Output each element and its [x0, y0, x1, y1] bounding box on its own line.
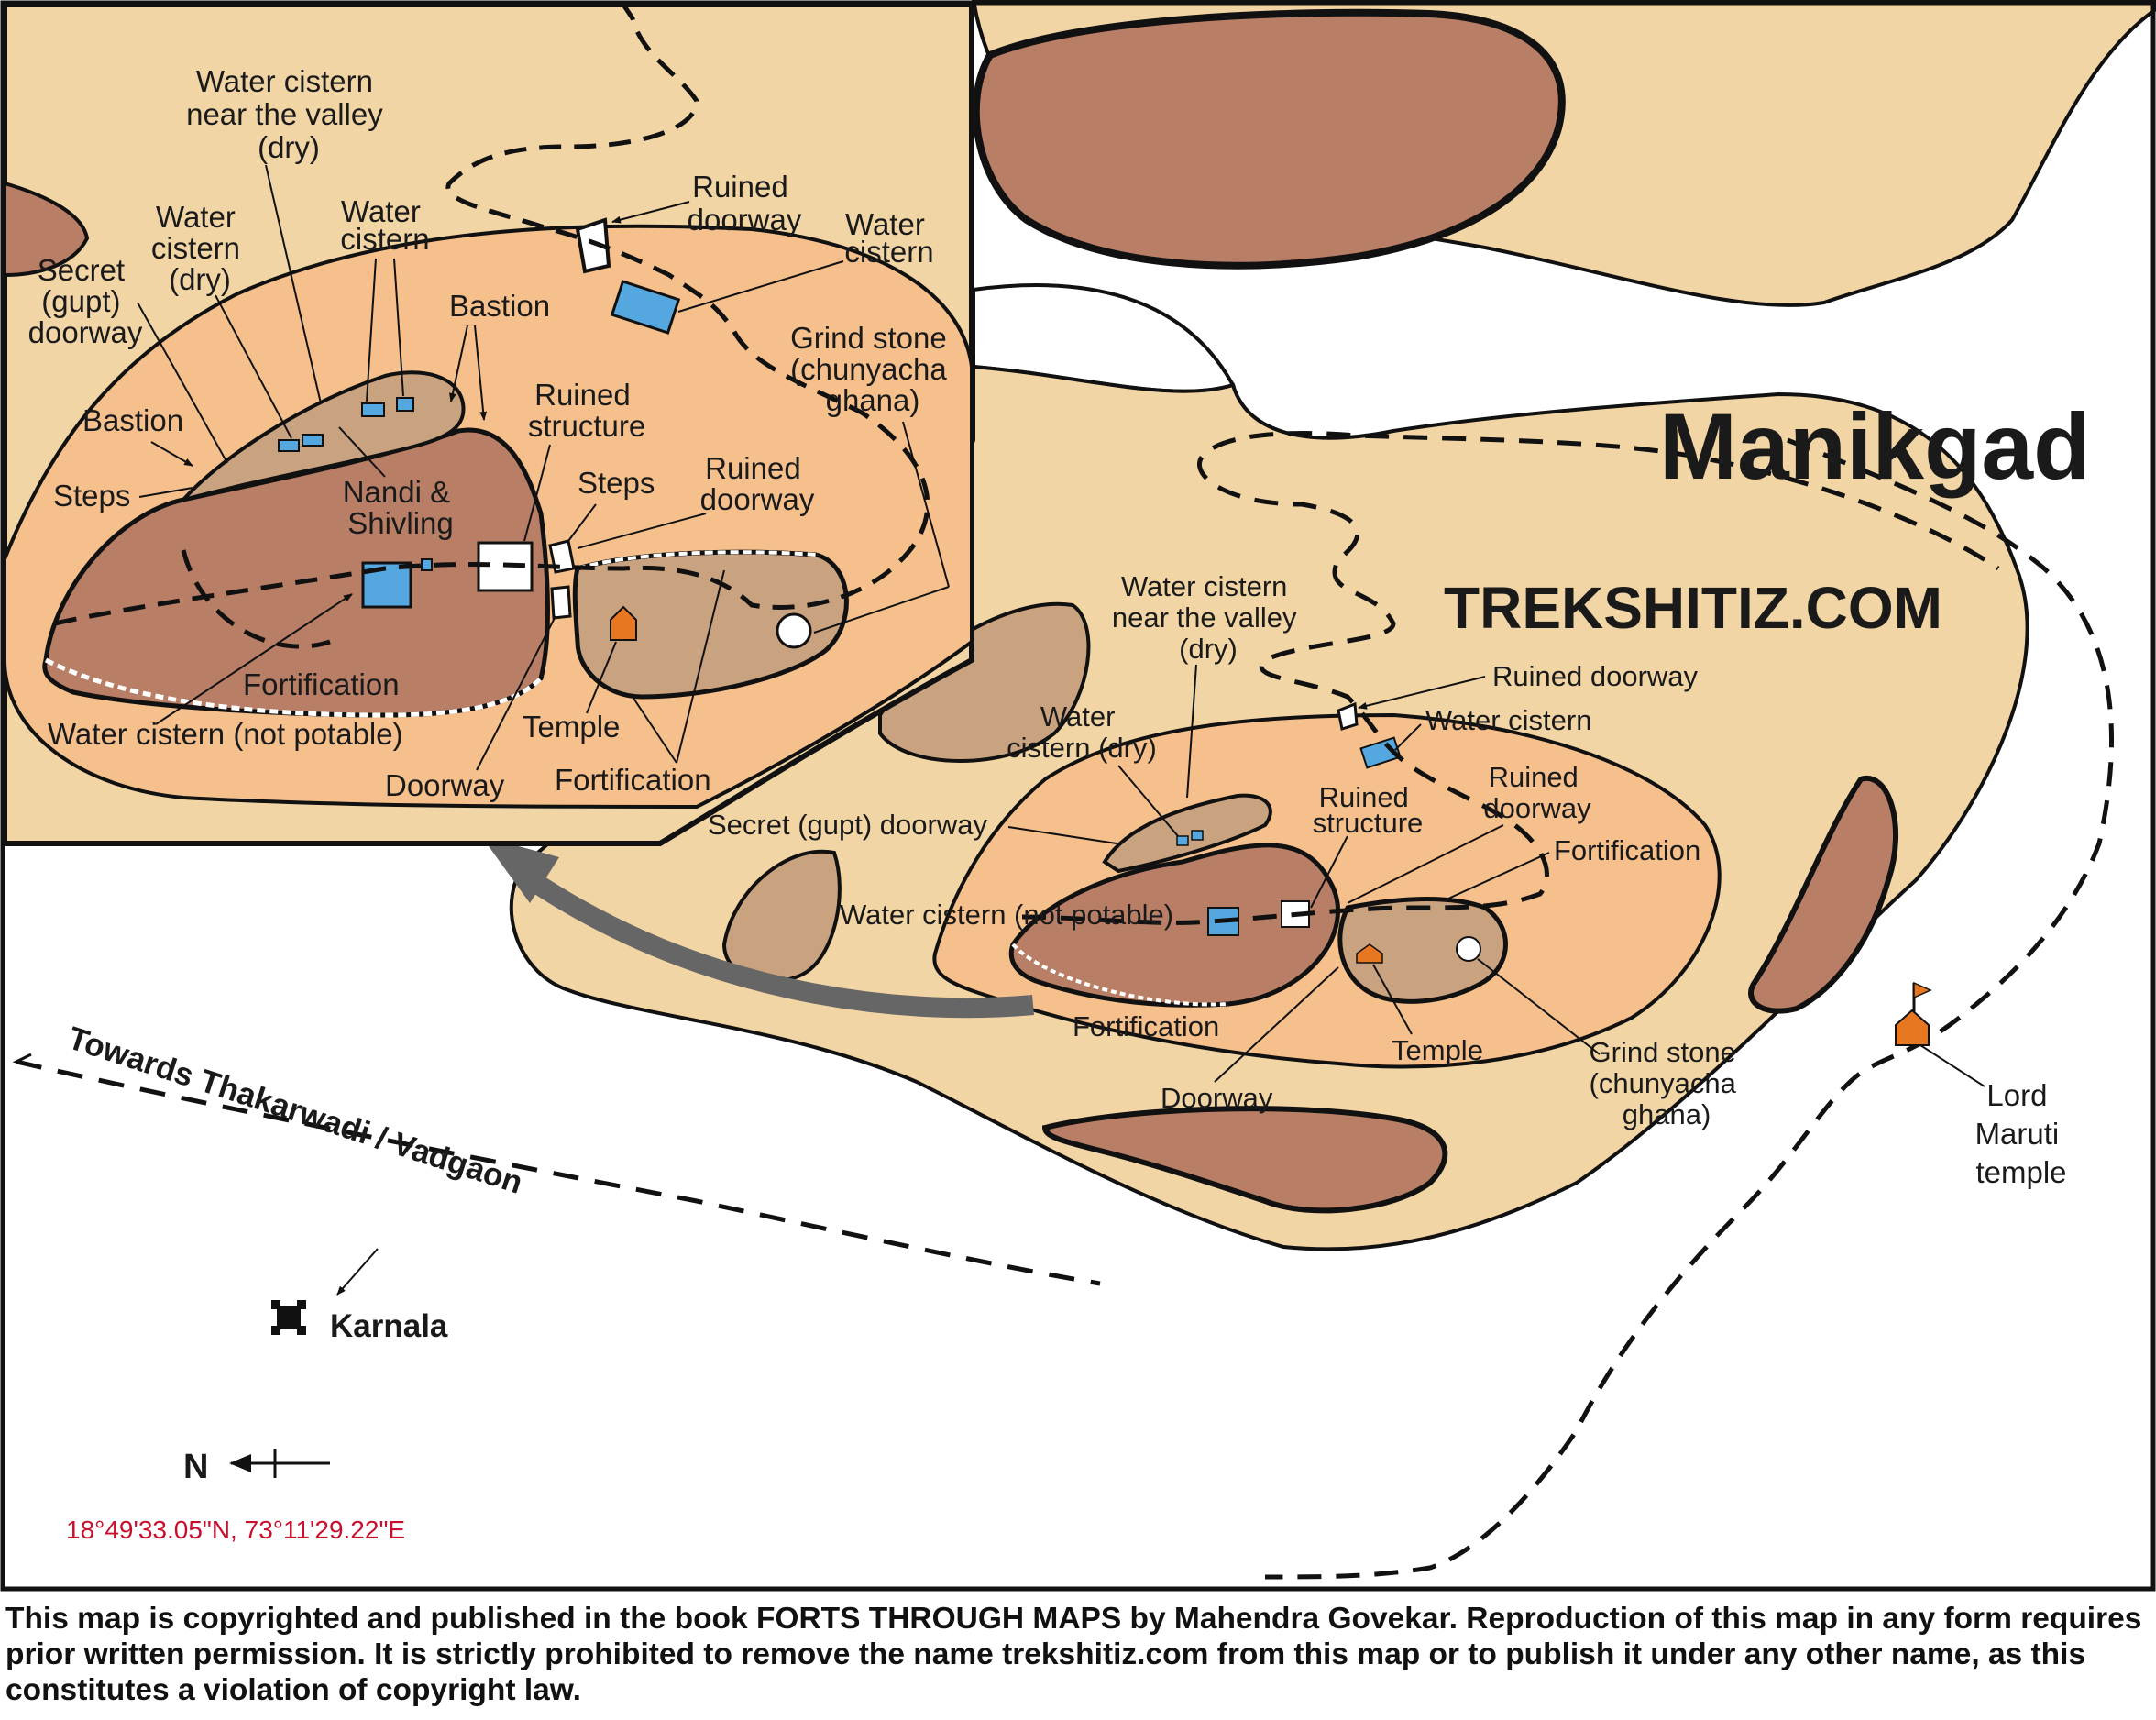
- inset-map: [2, 2, 974, 846]
- north-arrow-icon: [229, 1449, 330, 1478]
- inset-label-bastion-left: Bastion: [82, 403, 183, 437]
- inset-label-secret-doorway: Secret (gupt) doorway: [28, 253, 143, 349]
- inset-label-fortification: Fortification: [243, 667, 400, 701]
- main-label-ruined-doorway: Ruined doorway: [1492, 660, 1699, 692]
- main-label-ruined-doorway-2: Ruined doorway: [1483, 761, 1591, 824]
- inset-label-ruined-structure: Ruined structure: [528, 378, 645, 443]
- inset-label-steps: Steps: [578, 466, 654, 500]
- copyright-notice: This map is copyrighted and published in…: [6, 1602, 2142, 1707]
- coordinates: 18°49'33.05"N, 73°11'29.22"E: [66, 1516, 405, 1544]
- north-label: N: [183, 1448, 208, 1486]
- inset-water-cistern: [610, 280, 681, 335]
- karnala-label: Karnala: [330, 1308, 448, 1344]
- main-trail: [1021, 431, 2000, 925]
- inset-trail: [54, 3, 930, 626]
- route-label: Towards Thakarwadi / Vadgaon: [64, 1020, 527, 1201]
- inset-labels: Water cistern near the valley (dry) Ruin…: [28, 64, 955, 802]
- rock-south-ridge: [1041, 1106, 1448, 1214]
- main-label-grind-stone: Grind stone (chunyacha ghana): [1590, 1036, 1744, 1130]
- inset-label-steps-left: Steps: [53, 479, 130, 513]
- fort-top-east: [1337, 897, 1508, 1004]
- inset-grind-stone: [776, 612, 812, 649]
- inset-label-doorway: Doorway: [385, 768, 505, 802]
- rock-east-ridge: [1748, 775, 1898, 1014]
- zoom-arrow: [525, 871, 1034, 1019]
- main-label-water-cistern: Water cistern: [1425, 704, 1591, 736]
- main-label-fortification-right: Fortification: [1554, 834, 1700, 866]
- main-label-fortification-bottom: Fortification: [1072, 1010, 1219, 1042]
- main-label-ruined-structure: Ruined structure: [1313, 781, 1424, 839]
- main-map: [12, 0, 2156, 1580]
- inset-label-ruined-doorway-2: Ruined doorway: [700, 451, 815, 516]
- main-grind-stone: [1456, 936, 1481, 962]
- map-title: Manikgad: [1659, 394, 2090, 499]
- main-ruined-doorway-icon: [1336, 701, 1358, 731]
- main-label-temple: Temple: [1392, 1034, 1483, 1066]
- inset-label-water-cistern-right: Water cistern: [844, 207, 933, 269]
- inset-label-fortification-bottom: Fortification: [555, 763, 711, 797]
- inset-ruined-doorway-icon: [575, 217, 611, 274]
- karnala-fort-icon: [271, 1300, 306, 1335]
- main-label-secret-doorway: Secret (gupt) doorway: [708, 809, 987, 841]
- website-watermark: TREKSHITIZ.COM: [1444, 575, 1942, 641]
- inset-label-cistern-not-potable: Water cistern (not potable): [48, 717, 403, 751]
- main-labels: Water cistern near the valley (dry) Ruin…: [708, 570, 1744, 1130]
- upper-rock-mass: [972, 8, 1566, 270]
- inset-temple-icon: [610, 605, 637, 641]
- maruti-temple-icon: [1895, 981, 1932, 1046]
- towards-route: [16, 1059, 1101, 1286]
- main-label-doorway: Doorway: [1160, 1082, 1273, 1114]
- inset-label-cistern-valley: Water cistern near the valley (dry): [186, 64, 391, 164]
- maruti-temple-label: Lord Maruti temple: [1975, 1078, 2068, 1189]
- main-label-cistern-valley: Water cistern near the valley (dry): [1112, 570, 1304, 665]
- map-border: [0, 0, 2156, 1592]
- fort-top-main: [1008, 843, 1340, 1008]
- inset-label-bastion-top: Bastion: [449, 289, 550, 323]
- inset-label-nandi: Nandi & Shivling: [343, 475, 459, 540]
- inset-label-water-cistern: Water cistern: [340, 194, 429, 256]
- main-temple-icon: [1356, 943, 1383, 964]
- inset-label-temple: Temple: [522, 710, 620, 744]
- inset-label-water-cistern-dry: Water cistern (dry): [151, 200, 248, 296]
- inset-label-ruined-doorway: Ruined doorway: [688, 170, 802, 237]
- bastion-ridge-main: [1102, 793, 1272, 874]
- main-label-cistern-not-potable: Water cistern (not potable): [840, 899, 1173, 931]
- main-label-cistern-dry: Water cistern (dry): [1006, 700, 1157, 764]
- inset-label-grind-stone: Grind stone (chunyacha ghana): [790, 321, 955, 417]
